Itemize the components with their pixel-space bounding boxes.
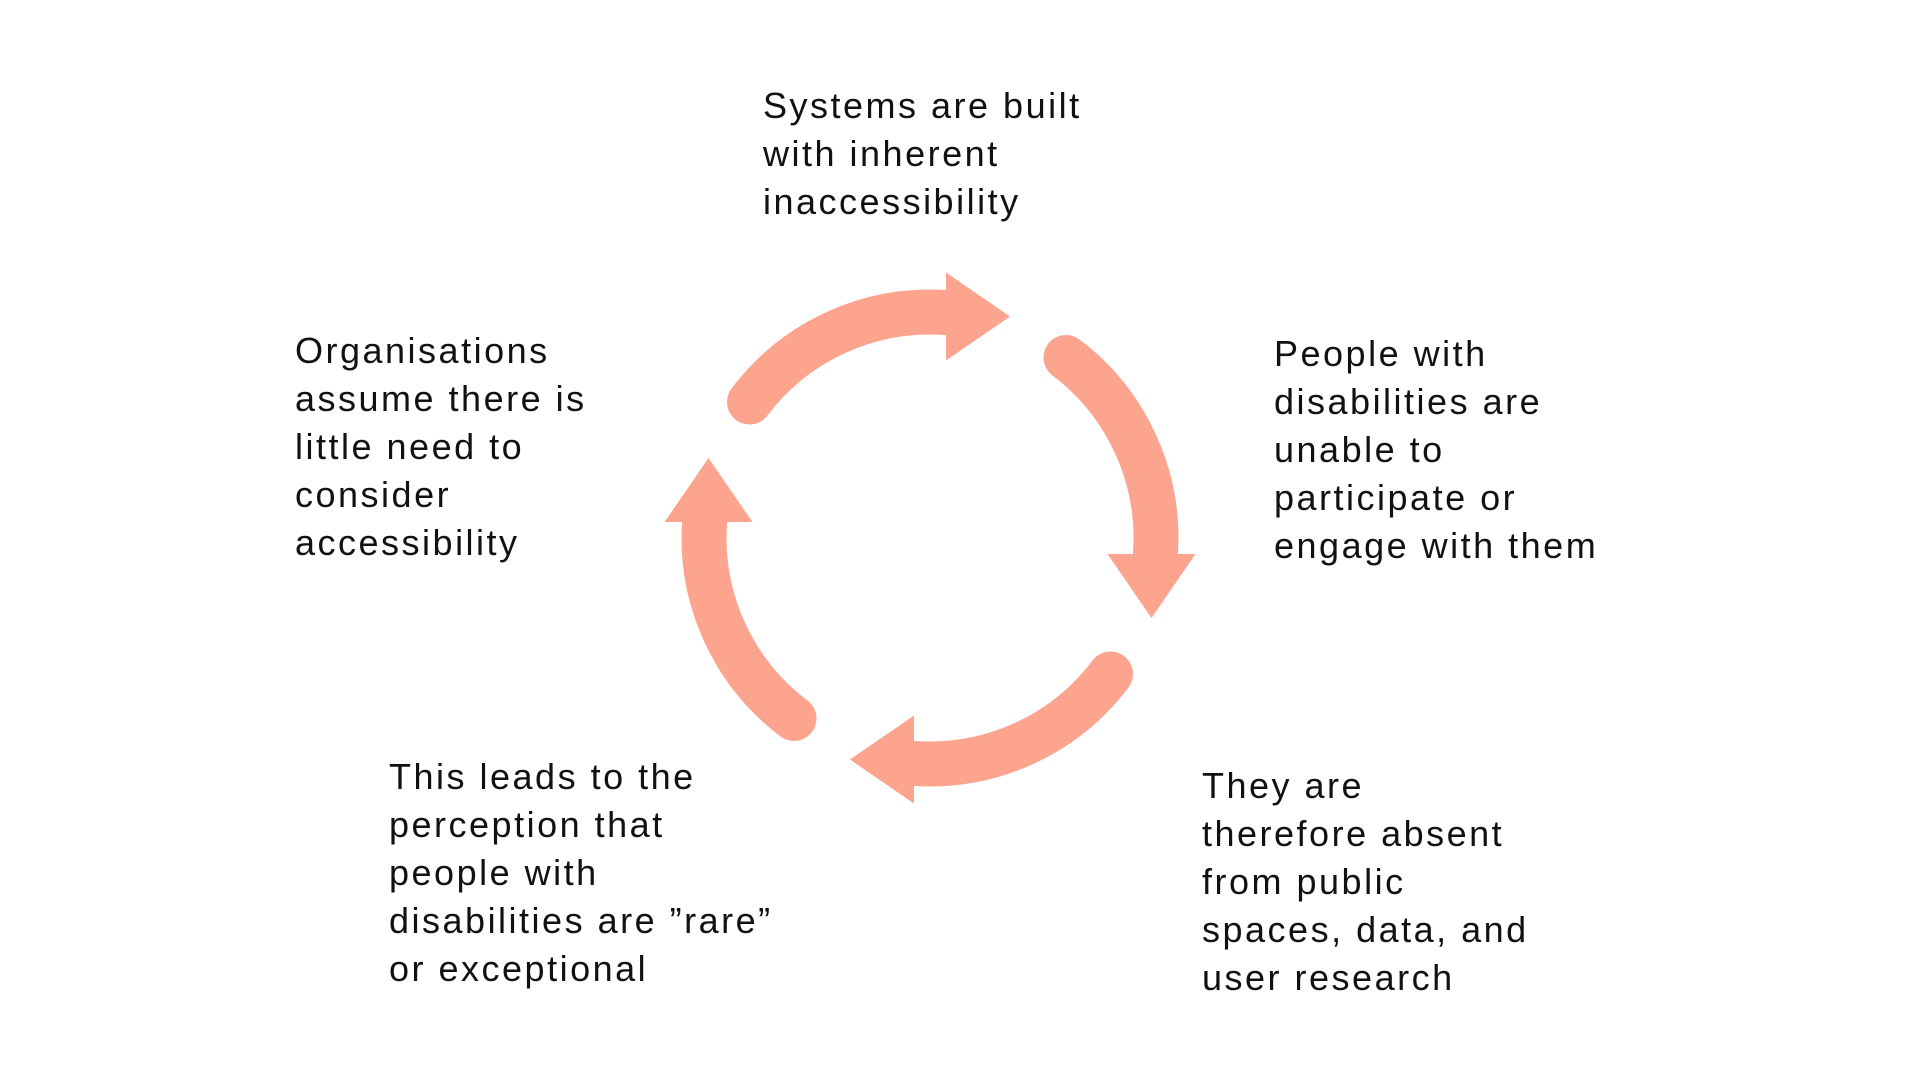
cycle-step-perception-label: This leads to the perception that people… [389,756,773,989]
arrow-head-down-icon [1107,554,1196,618]
arrow-arc [891,651,1133,787]
arrow-head-left-icon [850,715,914,804]
cycle-arrow-right [1043,335,1196,618]
cycle-arrow-top [727,272,1010,425]
arrow-head-up-icon [664,458,753,522]
cycle-step-organisations-label: Organisations assume there is little nee… [295,330,587,563]
arrow-head-right-icon [946,272,1010,361]
cycle-step-systems-label: Systems are built with inherent inaccess… [763,85,1082,222]
cycle-step-absent-label: They are therefore absent from public sp… [1202,765,1529,998]
cycle-arrow-left [664,458,817,741]
cycle-step-people-label: People with disabilities are unable to p… [1274,333,1599,566]
arrow-arc [1043,335,1179,577]
cycle-arrow-bottom [850,651,1133,804]
arrow-arc [681,499,817,741]
arrow-arc [727,289,969,425]
